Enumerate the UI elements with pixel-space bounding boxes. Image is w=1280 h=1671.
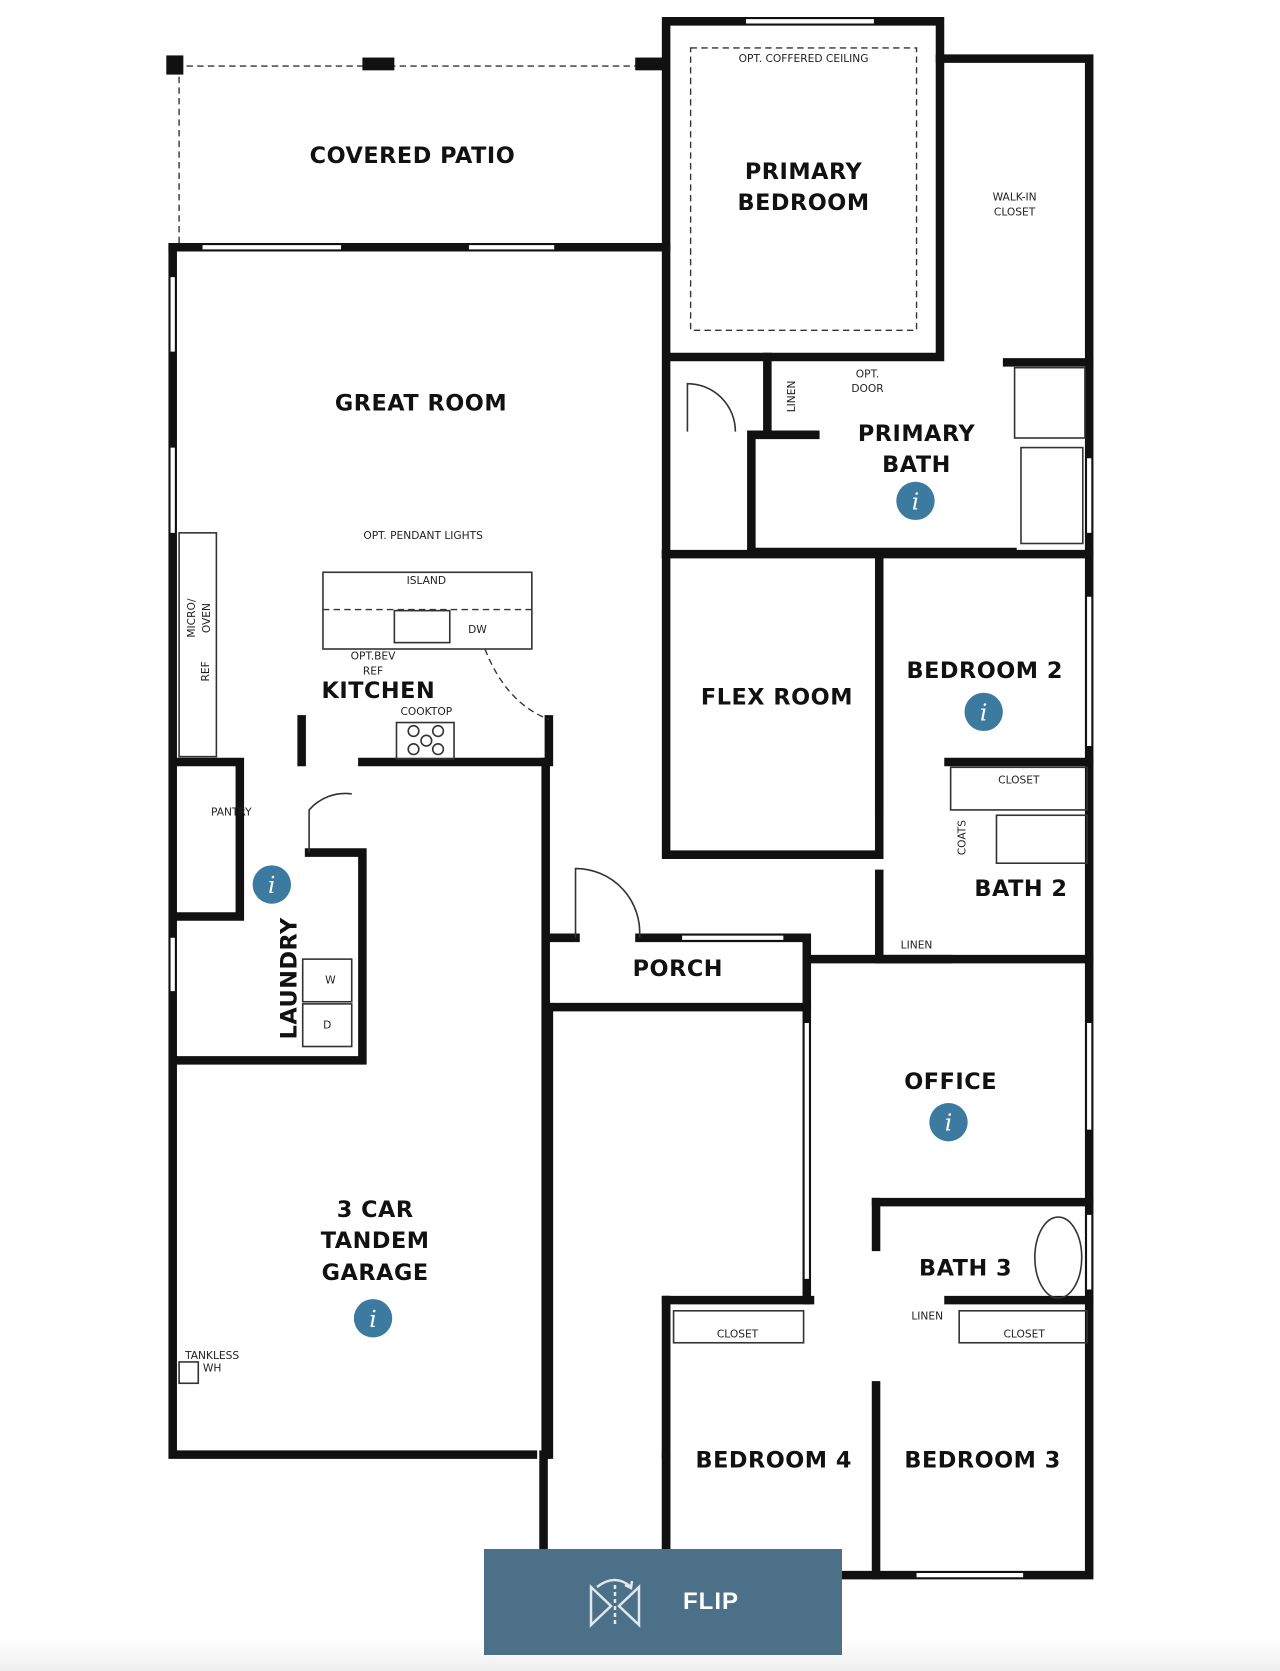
tankless-label: TANKLESS xyxy=(184,1349,239,1362)
room-laundry: LAUNDRY xyxy=(276,917,302,1039)
linen-label-bath2: LINEN xyxy=(901,938,933,951)
room-covered-patio: COVERED PATIO xyxy=(310,143,516,169)
room-great-room: GREAT ROOM xyxy=(335,390,507,416)
room-bedroom-4: BEDROOM 4 xyxy=(695,1447,852,1473)
room-bath-2: BATH 2 xyxy=(974,876,1067,902)
bev-ref-label: OPT.BEV xyxy=(351,650,396,663)
room-kitchen: KITCHEN xyxy=(321,678,435,704)
room-primary-bedroom: PRIMARY xyxy=(745,159,863,185)
info-icon-garage[interactable]: i xyxy=(353,1299,393,1338)
walkin-label: WALK-IN xyxy=(993,190,1037,203)
info-icon-bedroom-2[interactable]: i xyxy=(964,692,1003,732)
cooktop-label: COOKTOP xyxy=(401,705,453,718)
coats-label: COATS xyxy=(956,820,969,856)
room-flex-room: FLEX ROOM xyxy=(701,684,853,710)
dryer-label: D xyxy=(323,1018,331,1031)
pantry-label: PANTRY xyxy=(211,805,252,818)
info-icon-laundry[interactable]: i xyxy=(252,865,291,904)
walls xyxy=(168,17,1094,1580)
micro-label: MICRO/ xyxy=(185,598,198,638)
fixtures xyxy=(178,47,1088,1385)
island-label: ISLAND xyxy=(407,574,446,587)
opt-door-label: OPT. xyxy=(856,367,879,380)
walkin-label-2: CLOSET xyxy=(994,205,1036,218)
svg-text:i: i xyxy=(945,1109,953,1137)
flip-mirror-icon xyxy=(589,1578,641,1628)
room-garage: 3 CAR xyxy=(337,1197,414,1223)
flip-button[interactable]: FLIP xyxy=(484,1549,842,1655)
closet-label: CLOSET xyxy=(998,773,1040,786)
covered-patio-outline xyxy=(166,55,668,248)
tankless-label-2: WH xyxy=(203,1362,222,1375)
room-bath-3: BATH 3 xyxy=(919,1256,1012,1282)
washer-label: W xyxy=(325,974,336,987)
room-bedroom-3: BEDROOM 3 xyxy=(904,1447,1061,1473)
pendant-lights-label: OPT. PENDANT LIGHTS xyxy=(363,529,483,542)
room-office: OFFICE xyxy=(904,1069,997,1095)
room-porch: PORCH xyxy=(633,956,723,982)
linen-label-bath3: LINEN xyxy=(911,1309,943,1322)
room-garage-3: GARAGE xyxy=(322,1260,429,1286)
linen-label: LINEN xyxy=(785,381,798,413)
info-icon-office[interactable]: i xyxy=(929,1102,968,1142)
room-primary-bedroom-2: BEDROOM xyxy=(738,190,870,216)
dw-label: DW xyxy=(468,623,487,636)
room-primary-bath: PRIMARY xyxy=(858,421,976,447)
closet-label-bed3: CLOSET xyxy=(1004,1327,1046,1340)
svg-text:i: i xyxy=(268,871,275,899)
flip-label: FLIP xyxy=(683,1588,739,1615)
ref-label: REF xyxy=(199,661,212,681)
windows xyxy=(170,19,1092,1578)
info-icon-primary-bath[interactable]: i xyxy=(896,481,935,521)
bev-ref-label-2: REF xyxy=(363,665,383,678)
svg-text:i: i xyxy=(369,1305,377,1333)
svg-text:i: i xyxy=(912,487,920,515)
coffered-ceiling-label: OPT. COFFERED CEILING xyxy=(739,52,869,65)
opt-door-label-2: DOOR xyxy=(851,382,884,395)
room-primary-bath-2: BATH xyxy=(882,452,951,478)
oven-label: OVEN xyxy=(200,603,213,633)
closet-label-bed4: CLOSET xyxy=(717,1327,759,1340)
svg-text:i: i xyxy=(980,698,988,726)
room-bedroom-2: BEDROOM 2 xyxy=(907,658,1064,684)
room-garage-2: TANDEM xyxy=(321,1228,430,1254)
